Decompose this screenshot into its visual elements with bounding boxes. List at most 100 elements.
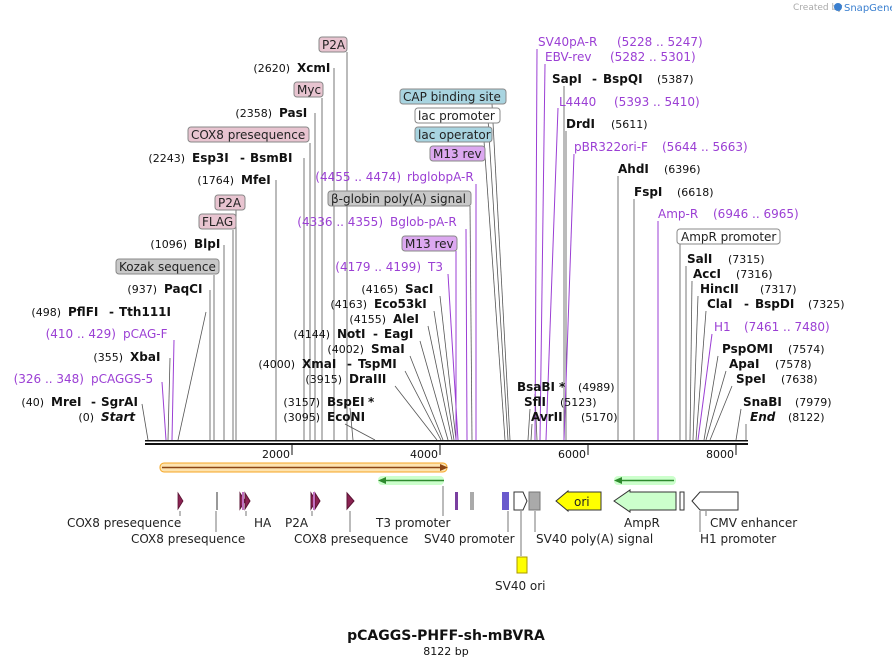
axis-tick-label: 8000 <box>706 448 734 461</box>
site-position: (7638) <box>781 373 818 386</box>
feature-box-beta-globin-polya[interactable]: β-globin poly(A) signal <box>327 190 472 207</box>
site-name: ApaI <box>729 357 759 371</box>
right-connector-lines <box>527 86 747 441</box>
site-position: (4000) <box>258 358 295 371</box>
site-label-sfli[interactable]: SflI (5123) <box>524 395 597 409</box>
site-label-blpi[interactable]: (1096) BlpI <box>150 237 220 251</box>
feature-box-p2a[interactable]: P2A <box>214 194 246 211</box>
site-name: SpeI <box>736 372 766 386</box>
feature-box-cox8-presequence[interactable]: COX8 presequence <box>187 126 310 143</box>
site-label-sali[interactable]: SalI (7315) <box>687 252 765 266</box>
primer-label-pcag-f[interactable]: (410 .. 429) pCAG-F <box>46 327 168 341</box>
site-label-avrii[interactable]: AvrII (5170) <box>531 410 618 424</box>
site-label-draiii[interactable]: (3915) DraIII <box>305 372 386 386</box>
site-label-alei[interactable]: (4155) AleI <box>349 312 419 326</box>
site-name: PspOMI <box>722 342 773 356</box>
left-connector-lines <box>141 52 348 441</box>
site-label-sapi-bspqi[interactable]: SapI - BspQI (5387) <box>552 72 694 86</box>
site-label-xmai-tspmi[interactable]: (4000) XmaI - TspMI <box>258 357 396 371</box>
primer-label-pbr322ori-f[interactable]: pBR322ori-F (5644 .. 5663) <box>574 140 748 154</box>
feature-box-lac-operator[interactable]: lac operator <box>414 126 493 143</box>
feature-box-m13-rev[interactable]: M13 rev <box>401 235 458 252</box>
site-name: NotI <box>337 327 366 341</box>
site-label-pspomi[interactable]: PspOMI (7574) <box>722 342 825 356</box>
site-name-2: BsmBI <box>250 151 292 165</box>
primer-name: L4440 <box>559 95 596 109</box>
site-name: PaqCI <box>164 282 202 296</box>
axis-tick-label: 4000 <box>410 448 438 461</box>
site-label-noti-eagi[interactable]: (4144) NotI - EagI <box>293 327 413 341</box>
feature-box-kozak[interactable]: Kozak sequence <box>115 258 220 275</box>
feature-box-p2a[interactable]: P2A <box>318 36 348 53</box>
primer-name: H1 <box>714 320 731 334</box>
feature-box-m13-rev[interactable]: M13 rev <box>429 145 486 162</box>
site-label-ahdi[interactable]: AhdI (6396) <box>618 162 701 176</box>
axis-ticks <box>291 445 737 455</box>
site-label-apai[interactable]: ApaI (7578) <box>729 357 812 371</box>
feature-box-flag[interactable]: FLAG <box>198 213 237 230</box>
site-position: (3915) <box>305 373 342 386</box>
site-label-snabi[interactable]: SnaBI (7979) <box>743 395 832 409</box>
site-position: (7316) <box>736 268 773 281</box>
site-position: (2358) <box>235 107 272 120</box>
primer-label-amp-r[interactable]: Amp-R (6946 .. 6965) <box>658 207 799 221</box>
site-label-mfei[interactable]: (1764) MfeI <box>197 173 270 187</box>
site-label-smai[interactable]: (4002) SmaI <box>327 342 404 356</box>
site-label-drdi[interactable]: DrdI (5611) <box>566 117 648 131</box>
feature-box-label: COX8 presequence <box>191 128 305 142</box>
site-label-acci[interactable]: AccI (7316) <box>693 267 773 281</box>
feature-track <box>177 489 739 574</box>
site-name: SnaBI <box>743 395 782 409</box>
primer-label-pcaggs-5[interactable]: (326 .. 348) pCAGGS-5 <box>14 372 154 386</box>
site-name: Esp3I <box>192 151 229 165</box>
site-position: (2243) <box>148 152 185 165</box>
site-name: AhdI <box>618 162 649 176</box>
site-label-end[interactable]: End (8122) <box>750 410 825 424</box>
feature-box-lac-promoter[interactable]: lac promoter <box>414 107 501 124</box>
site-label-spei[interactable]: SpeI (7638) <box>736 372 818 386</box>
feature-box-ampr-promoter[interactable]: AmpR promoter <box>676 228 781 245</box>
site-label-start[interactable]: (0) Start <box>78 410 136 424</box>
primer-label-sv40pa-r[interactable]: SV40pA-R (5228 .. 5247) <box>538 35 703 49</box>
site-label-econi[interactable]: (3095) EcoNI <box>283 410 365 424</box>
site-label-hincii[interactable]: HincII (7317) <box>700 282 797 296</box>
feature-label-ampr: AmpR <box>624 516 660 530</box>
primer-label-rbglobpa-r[interactable]: (4455 .. 4474) rbglobpA-R <box>315 170 473 184</box>
orf-orange-bar <box>159 462 448 473</box>
site-label-clai-bspdi[interactable]: ClaI - BspDI (7325) <box>707 297 845 311</box>
site-label-bspei[interactable]: (3157) BspEI * <box>283 395 375 409</box>
site-star: * <box>368 395 375 409</box>
feature-label-cox8-presequence: COX8 presequence <box>131 532 245 546</box>
primer-position: (6946 .. 6965) <box>713 207 799 221</box>
feature-label-cox8-presequence: COX8 presequence <box>67 516 181 530</box>
site-name: Start <box>101 410 136 424</box>
site-label-bsabi[interactable]: BsaBI * (4989) <box>517 380 615 394</box>
primer-label-bglob-pa-r[interactable]: (4336 .. 4355) Bglob-pA-R <box>297 215 456 229</box>
site-label-xcmi[interactable]: (2620) XcmI <box>253 61 330 75</box>
feature-box-cap-binding-site[interactable]: CAP binding site <box>399 88 507 105</box>
site-label-pasi[interactable]: (2358) PasI <box>235 106 307 120</box>
site-label-saci[interactable]: (4165) SacI <box>361 282 433 296</box>
site-label-esp3i-bsmbi[interactable]: (2243) Esp3I - BsmBI <box>148 151 292 165</box>
site-position: (5611) <box>611 118 648 131</box>
primer-label-t3[interactable]: (4179 .. 4199) T3 <box>335 260 443 274</box>
primer-position: (326 .. 348) <box>14 372 84 386</box>
site-label-eco53ki[interactable]: (4163) Eco53kI <box>330 297 426 311</box>
site-label-xbai[interactable]: (355) XbaI <box>93 350 160 364</box>
site-label-fspi[interactable]: FspI (6618) <box>634 185 714 199</box>
primer-label-l4440[interactable]: L4440 (5393 .. 5410) <box>559 95 700 109</box>
site-name: XmaI <box>302 357 336 371</box>
site-label-pflfi-tth111i[interactable]: (498) PflFI - Tth111I <box>31 305 171 319</box>
primer-position: (5228 .. 5247) <box>617 35 703 49</box>
site-position: (4002) <box>327 343 364 356</box>
site-position: (498) <box>31 306 61 319</box>
primer-position: (4179 .. 4199) <box>335 260 421 274</box>
primer-label-ebv-rev[interactable]: EBV-rev (5282 .. 5301) <box>545 50 696 64</box>
primer-label-h1[interactable]: H1 (7461 .. 7480) <box>714 320 830 334</box>
feature-box-myc[interactable]: Myc <box>293 81 324 98</box>
site-label-paqci[interactable]: (937) PaqCI <box>127 282 202 296</box>
site-position: (4165) <box>361 283 398 296</box>
site-position: (7574) <box>788 343 825 356</box>
site-label-mrei-sgrai[interactable]: (40) MreI - SgrAI <box>21 395 138 409</box>
credit-prefix: Created by <box>793 3 843 13</box>
